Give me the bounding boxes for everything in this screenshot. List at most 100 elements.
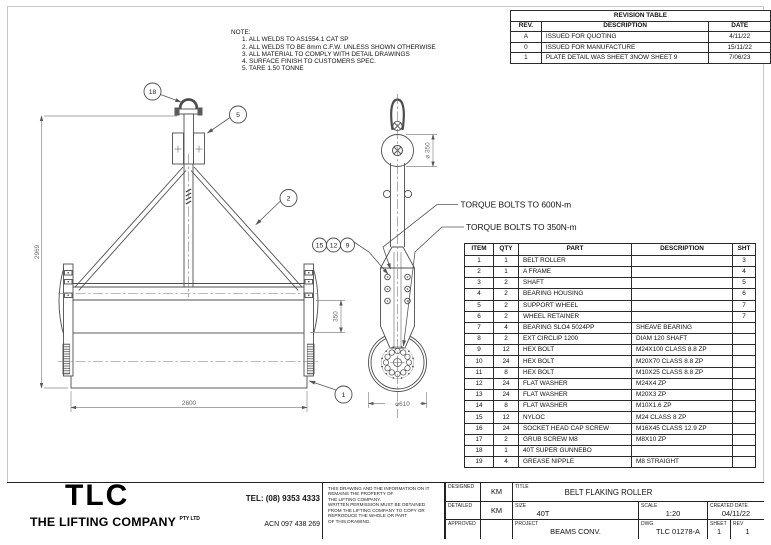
table-cell: 1	[464, 254, 494, 267]
table-cell: 2	[493, 333, 519, 346]
table-cell: SHAFT	[518, 277, 632, 290]
table-cell	[732, 422, 756, 435]
list-item: 3. ALL MATERIAL TO COMPLY WITH DETAIL DR…	[242, 50, 410, 58]
rev-label: REV	[733, 521, 744, 527]
table-cell: M8X10 ZP	[631, 433, 733, 446]
table-cell: M20X3 ZP	[631, 389, 733, 402]
table-cell: BELT ROLLER	[518, 254, 632, 267]
table-cell: HEX BOLT	[518, 366, 632, 379]
balloon-bolt: 9	[340, 237, 355, 253]
table-cell: 40T SUPER GUNNEBO	[518, 444, 632, 458]
size-value: 40T	[536, 509, 550, 518]
designed-value-cell: KM	[480, 483, 512, 501]
balloons: 18 5 2 15 12 9	[143, 82, 355, 404]
created-date-value: 04/11/22	[721, 509, 751, 518]
torque-callouts: TORQUE BOLTS TO 600N-m TORQUE BOLTS TO 3…	[461, 200, 577, 233]
table-cell	[732, 411, 756, 424]
company-name-text: THE LIFTING COMPANY	[30, 515, 176, 529]
list-item: THIS DRAWING AND THE INFORMATION ON IT	[328, 486, 430, 491]
table-cell: 18	[464, 444, 494, 458]
table-cell: 7	[732, 299, 756, 312]
revision-col-rev: REV.	[510, 20, 542, 33]
table-cell: 7/06/23	[708, 52, 771, 64]
detailed-cell: DETAILED	[445, 501, 480, 519]
table-cell: 9	[464, 344, 494, 357]
bearing-housing-left	[58, 263, 74, 377]
table-cell: 2	[464, 265, 494, 279]
notes-heading: NOTE:	[231, 29, 251, 36]
front-view	[58, 98, 320, 389]
detailed-label: DETAILED	[448, 503, 473, 509]
table-cell: 2	[493, 310, 519, 323]
table-cell: 8	[464, 333, 494, 346]
table-cell: SHEAVE BEARING	[631, 321, 733, 335]
support-wheel-blocks	[172, 132, 205, 165]
table-cell: PLATE DETAIL WAS SHEET 3NOW SHEET 9	[540, 52, 710, 64]
table-cell	[732, 377, 756, 391]
dim-overall-height: 2969	[34, 244, 41, 259]
table-cell: 12	[464, 377, 494, 391]
title-block: TLC THE LIFTING COMPANY PTY LTD TEL: (08…	[7, 479, 764, 539]
lug-left	[382, 189, 392, 199]
table-cell: HEX BOLT	[518, 355, 632, 368]
table-cell: GREASE NIPPLE	[518, 456, 632, 469]
dimension-texts: 2969 350 2600 ⌀ 350 ⌀610	[34, 142, 432, 408]
sheet-label: SHEET	[710, 521, 727, 527]
table-cell: M20X70 CLASS 8.8 ZP	[631, 355, 733, 368]
table-cell: M24X100 CLASS 8.8 ZP	[631, 344, 733, 357]
table-cell: 17	[464, 433, 494, 446]
table-cell: 8	[493, 400, 519, 413]
table-cell	[732, 321, 756, 335]
svg-text:1: 1	[342, 392, 346, 399]
table-cell: SOCKET HEAD CAP SCREW	[518, 422, 632, 435]
parts-col-sht: SHT	[732, 243, 756, 256]
table-cell	[732, 355, 756, 368]
table-cell: BEARING SLO4 5024PP	[518, 321, 632, 335]
table-cell: 15	[464, 411, 494, 424]
list-item: 5. TARE 1.50 TONNE	[242, 65, 304, 73]
sheet-cell: SHEET 1	[707, 519, 730, 539]
belt-roller-front	[70, 332, 308, 389]
revision-table-title: REVISION TABLE	[510, 10, 771, 22]
table-cell	[631, 288, 733, 301]
table-cell: BEARING HOUSING	[518, 288, 632, 301]
svg-text:5: 5	[236, 112, 240, 119]
table-cell: 7	[732, 310, 756, 323]
dim-roller-length: 2600	[182, 400, 197, 407]
table-cell: EXT CIRCLIP 1200	[518, 333, 632, 346]
table-cell: A FRAME	[518, 265, 632, 279]
table-cell	[732, 366, 756, 379]
table-cell: 4/11/22	[708, 31, 771, 43]
table-cell	[631, 277, 733, 290]
table-cell: 6	[732, 288, 756, 301]
project-label: PROJECT	[515, 521, 539, 527]
svg-text:9: 9	[346, 243, 350, 250]
table-cell	[732, 444, 756, 458]
table-cell: 16	[464, 422, 494, 435]
title-label: TITLE	[515, 484, 529, 490]
table-cell: 4	[493, 456, 519, 469]
balloon-a-frame: 2	[279, 189, 298, 207]
created-date-cell: CREATED DATE 04/11/22	[707, 501, 764, 519]
list-item: 4. SURFACE FINISH TO CUSTOMERS SPEC.	[242, 58, 376, 66]
table-cell	[631, 444, 733, 458]
revision-col-date: DATE	[708, 20, 771, 33]
table-cell: 3	[464, 277, 494, 290]
svg-text:15: 15	[316, 243, 324, 250]
table-cell: M16X45 CLASS 12.9 ZP	[631, 422, 733, 435]
table-cell: 1	[510, 52, 542, 64]
table-cell: M8 STRAIGHT	[631, 456, 733, 469]
size-cell: SIZE 40T	[512, 501, 638, 519]
list-item: REPRODUCE THE WHOLE OR PART	[328, 513, 408, 519]
company-suffix: PTY LTD	[179, 516, 200, 522]
